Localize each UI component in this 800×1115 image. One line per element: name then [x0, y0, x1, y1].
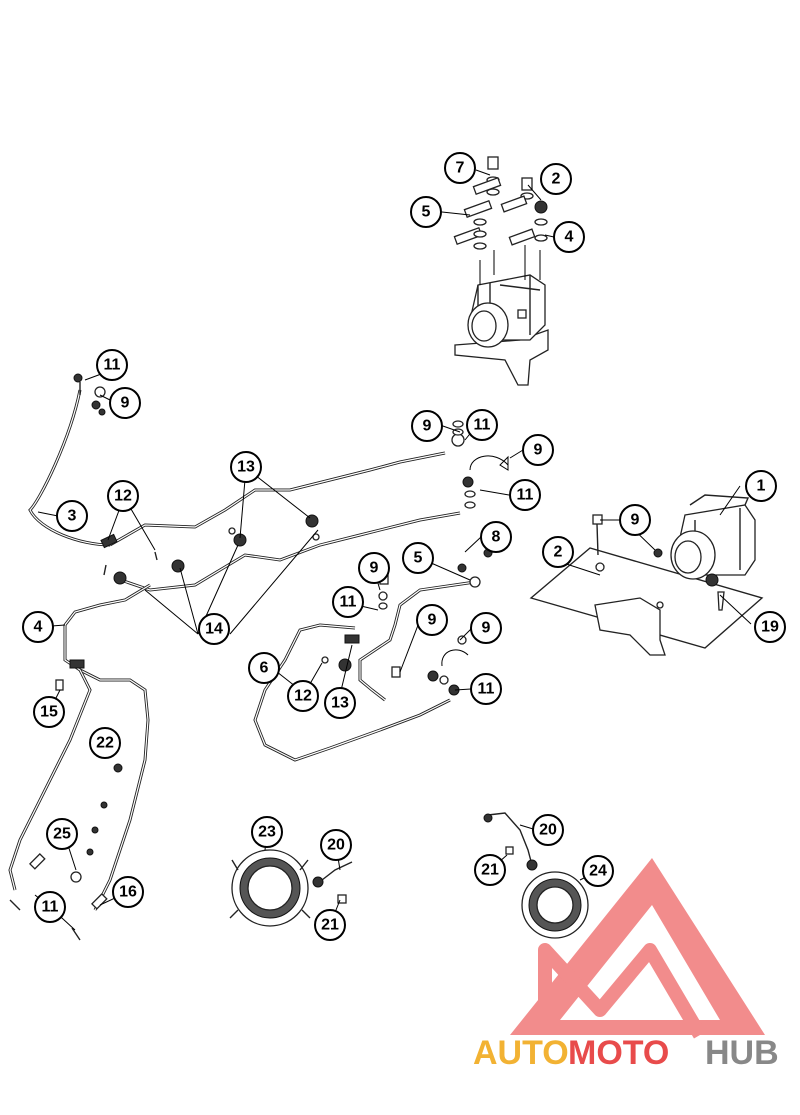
callout-20: 20 [532, 814, 564, 846]
abs-module-top [453, 156, 549, 386]
callout-8: 9 [470, 612, 502, 644]
callout-label: 9 [482, 620, 491, 637]
callout-12: 12 [287, 680, 319, 712]
callout-11: 11 [466, 409, 498, 441]
callout-label: 22 [96, 735, 114, 752]
callout-label: 3 [68, 508, 77, 525]
brake-pipes-lower-left [8, 583, 151, 941]
callout-label: 20 [539, 822, 557, 839]
callout-6: 6 [248, 652, 280, 684]
callout-label: 12 [294, 688, 312, 705]
watermark-hub: HUB [705, 1034, 779, 1072]
callout-15: 15 [33, 696, 65, 728]
watermark-auto: AUTO [473, 1034, 569, 1072]
callout-label: 11 [517, 487, 534, 504]
callout-1: 1 [745, 470, 777, 502]
callout-label: 16 [119, 884, 137, 901]
watermark-logo [510, 858, 765, 1039]
callout-label: 21 [481, 862, 499, 879]
callout-5: 5 [410, 196, 442, 228]
callout-label: 4 [565, 229, 574, 246]
callout-5: 5 [402, 542, 434, 574]
tone-ring-rear [521, 871, 589, 939]
callout-label: 14 [205, 621, 223, 638]
callout-11: 11 [470, 673, 502, 705]
abs-module-right [529, 494, 764, 656]
callout-3: 3 [56, 500, 88, 532]
callout-8: 9 [109, 387, 141, 419]
callout-label: 4 [34, 619, 43, 636]
callout-label: 6 [260, 660, 269, 677]
callout-label: 9 [423, 418, 432, 435]
callout-label: 2 [552, 171, 561, 188]
callout-21: 21 [474, 854, 506, 886]
callout-3: 2 [540, 163, 572, 195]
callout-9: 9 [619, 504, 651, 536]
callout-label: 13 [237, 459, 255, 476]
callout-6: 7 [444, 152, 476, 184]
callout-4: 4 [22, 611, 54, 643]
callout-2: 2 [542, 536, 574, 568]
callout-13: 13 [230, 451, 262, 483]
watermark-text: AUTO MOTO HUB [473, 1034, 779, 1072]
callout-23: 23 [251, 816, 283, 848]
callout-label: 15 [40, 704, 58, 721]
callout-11: 11 [332, 586, 364, 618]
sensor-rear [483, 812, 538, 871]
callout-label: 9 [631, 512, 640, 529]
callout-4: 4 [553, 221, 585, 253]
callout-24: 24 [582, 855, 614, 887]
callout-label: 23 [258, 824, 276, 841]
callout-label: 19 [761, 619, 779, 636]
callout-label: 11 [104, 357, 121, 374]
callout-14: 14 [198, 613, 230, 645]
callout-label: 21 [321, 917, 339, 934]
callout-12: 12 [107, 480, 139, 512]
callout-label: 2 [554, 544, 563, 561]
brake-pipes-middle [253, 548, 493, 762]
callout-label: 11 [340, 594, 357, 611]
callout-8: 9 [416, 604, 448, 636]
tone-ring-front [229, 849, 311, 927]
callout-11: 11 [96, 349, 128, 381]
sensor-front [312, 861, 353, 904]
callout-label: 9 [370, 560, 379, 577]
callout-21: 21 [314, 909, 346, 941]
callout-label: 8 [492, 529, 501, 546]
callout-label: 12 [114, 488, 132, 505]
callout-label: 25 [53, 826, 71, 843]
callout-label: 9 [534, 442, 543, 459]
callout-25: 25 [46, 818, 78, 850]
callout-20: 20 [320, 829, 352, 861]
callout-label: 13 [331, 695, 349, 712]
callout-label: 5 [422, 204, 431, 221]
callout-label: 24 [589, 863, 607, 880]
callout-11: 11 [34, 891, 66, 923]
callout-label: 5 [414, 550, 423, 567]
callout-8: 9 [411, 410, 443, 442]
callout-8: 9 [358, 552, 390, 584]
callout-7: 8 [480, 521, 512, 553]
callout-label: 11 [474, 417, 491, 434]
callout-label: 9 [428, 612, 437, 629]
callout-label: 11 [478, 681, 495, 698]
callout-label: 1 [757, 478, 766, 495]
watermark-moto: MOTO [568, 1034, 669, 1072]
callout-22: 22 [89, 727, 121, 759]
callout-16: 16 [112, 876, 144, 908]
callout-13: 13 [324, 687, 356, 719]
callout-label: 9 [121, 395, 130, 412]
callout-label: 11 [42, 899, 59, 916]
callout-label: 7 [456, 160, 465, 177]
callout-11: 11 [509, 479, 541, 511]
brake-pipes-upper [28, 373, 509, 592]
callout-label: 20 [327, 837, 345, 854]
callout-19: 19 [754, 611, 786, 643]
leader-lines [34, 169, 752, 931]
callout-8: 9 [522, 434, 554, 466]
